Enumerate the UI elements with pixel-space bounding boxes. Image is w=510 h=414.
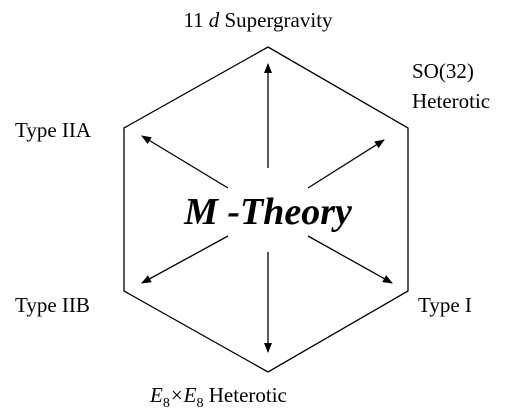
hexagon-outline (123, 46, 409, 373)
center-title-suffix: -Theory (218, 191, 352, 233)
center-title-prefix: M (183, 191, 219, 233)
label-so32-line2: Heterotic (412, 89, 490, 113)
e8-second-letter: E (183, 383, 197, 407)
label-supergravity-number: 11 (183, 8, 203, 32)
center-title: M -Theory (183, 191, 352, 233)
e8-second-subscript: 8 (197, 396, 204, 411)
label-supergravity-rest: Supergravity (219, 8, 333, 32)
arrow-to-so32-heterotic (307, 139, 385, 189)
label-type-i: Type I (418, 293, 472, 317)
arrow-to-type-iib (141, 235, 229, 284)
arrow-to-type-iia (141, 135, 229, 189)
e8-first-subscript: 8 (163, 396, 170, 411)
label-heterotic-text: Heterotic (204, 383, 287, 407)
arrow-to-type-i (307, 235, 393, 284)
e8-first-letter: E (149, 383, 163, 407)
label-type-iia: Type IIA (15, 118, 92, 142)
times-symbol: × (171, 383, 183, 407)
label-e8-heterotic: E8×E8 Heterotic (149, 383, 287, 411)
label-supergravity-variable: d (209, 8, 220, 32)
label-type-iib: Type IIB (15, 293, 90, 317)
label-so32-line1: SO(32) (412, 59, 474, 83)
